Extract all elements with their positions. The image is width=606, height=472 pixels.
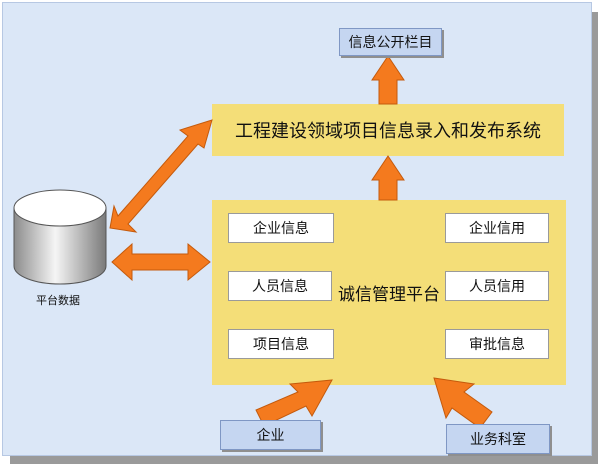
enterprise-box: 企业 [220, 420, 321, 450]
database-icon [13, 189, 107, 285]
approval-info-label: 审批信息 [469, 337, 525, 353]
enterprise-info-label: 企业信息 [253, 221, 309, 237]
personnel-credit-box: 人员信用 [445, 271, 549, 301]
enterprise-credit-label: 企业信用 [469, 221, 525, 237]
arrow-up-to-system [371, 155, 405, 201]
platform-title: 诚信管理平台 [334, 280, 444, 305]
personnel-info-label: 人员信息 [252, 279, 308, 295]
arrow-database-system [109, 119, 213, 233]
enterprise-info-box: 企业信息 [228, 213, 334, 243]
project-info-label: 项目信息 [253, 337, 309, 353]
business-dept-label: 业务科室 [470, 432, 526, 448]
arrow-database-platform [111, 242, 211, 282]
approval-info-box: 审批信息 [445, 329, 549, 359]
info-column-box: 信息公开栏目 [339, 28, 442, 56]
personnel-credit-label: 人员信用 [469, 279, 525, 295]
info-column-label: 信息公开栏目 [348, 35, 433, 51]
enterprise-label: 企业 [256, 428, 285, 444]
arrow-up-to-info-column [371, 55, 405, 105]
business-dept-box: 业务科室 [446, 424, 550, 454]
arrow-business-to-platform [433, 377, 493, 429]
arrow-enterprise-to-platform [255, 379, 333, 427]
platform-label: 诚信管理平台 [338, 284, 440, 305]
project-info-box: 项目信息 [228, 329, 334, 359]
system-label: 工程建设领域项目信息录入和发布系统 [235, 121, 541, 142]
platform-data-label: 平台数据 [36, 294, 80, 307]
system-box: 工程建设领域项目信息录入和发布系统 [212, 104, 564, 156]
enterprise-credit-box: 企业信用 [445, 213, 549, 243]
personnel-info-box: 人员信息 [228, 271, 332, 301]
